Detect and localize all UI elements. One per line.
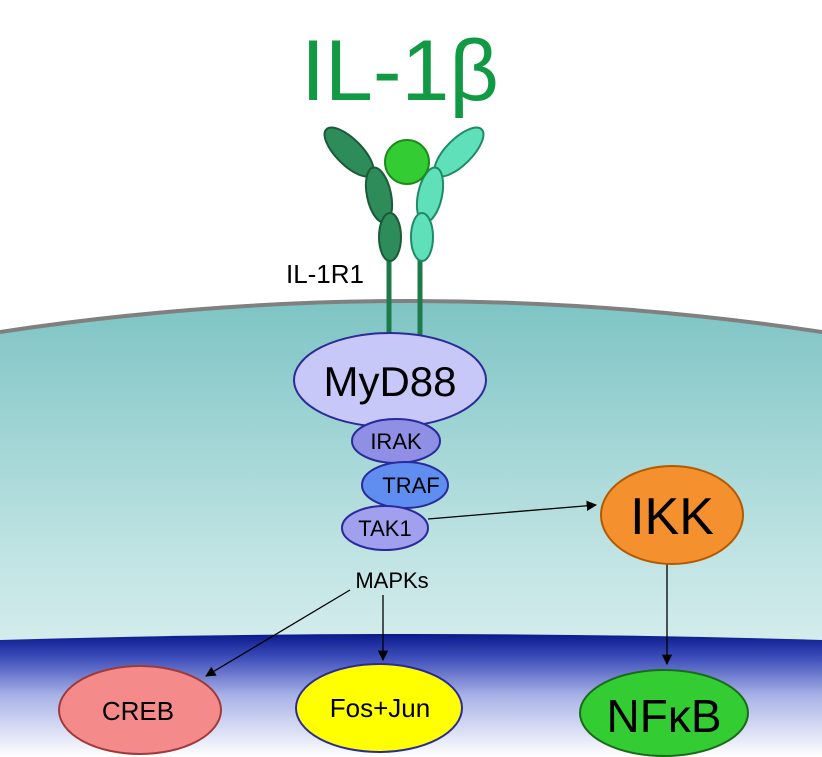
nfkb-node: [579, 669, 749, 757]
tak1-node: [341, 505, 429, 551]
creb-node: [58, 665, 222, 755]
receptor-chain-dark: [323, 126, 402, 262]
tak1-label: TAK1: [358, 516, 411, 541]
myd88-label: MyD88: [323, 358, 456, 405]
receptor-label: IL-1R1: [286, 259, 364, 289]
il1b-ligand: [384, 139, 430, 185]
receptor-domain: [410, 212, 434, 262]
page-title: IL-1β: [301, 23, 499, 119]
arrow-mapks-to-creb: [205, 589, 351, 677]
traf-label: TRAF: [382, 473, 439, 498]
irak-label: IRAK: [370, 429, 422, 454]
fosjun-label: Fos+Jun: [330, 693, 430, 723]
receptor-domain: [378, 212, 402, 262]
nfkb-label: NFκB: [607, 690, 722, 742]
creb-label: CREB: [102, 696, 174, 726]
mapks-label: MAPKs: [355, 568, 428, 593]
ikk-node: [600, 465, 744, 565]
receptor-chain-light: [410, 126, 485, 262]
cell-membrane: [0, 299, 822, 334]
fosjun-node: [295, 663, 463, 753]
ikk-label: IKK: [630, 488, 714, 546]
arrow-tak1-to-ikk: [427, 500, 598, 520]
